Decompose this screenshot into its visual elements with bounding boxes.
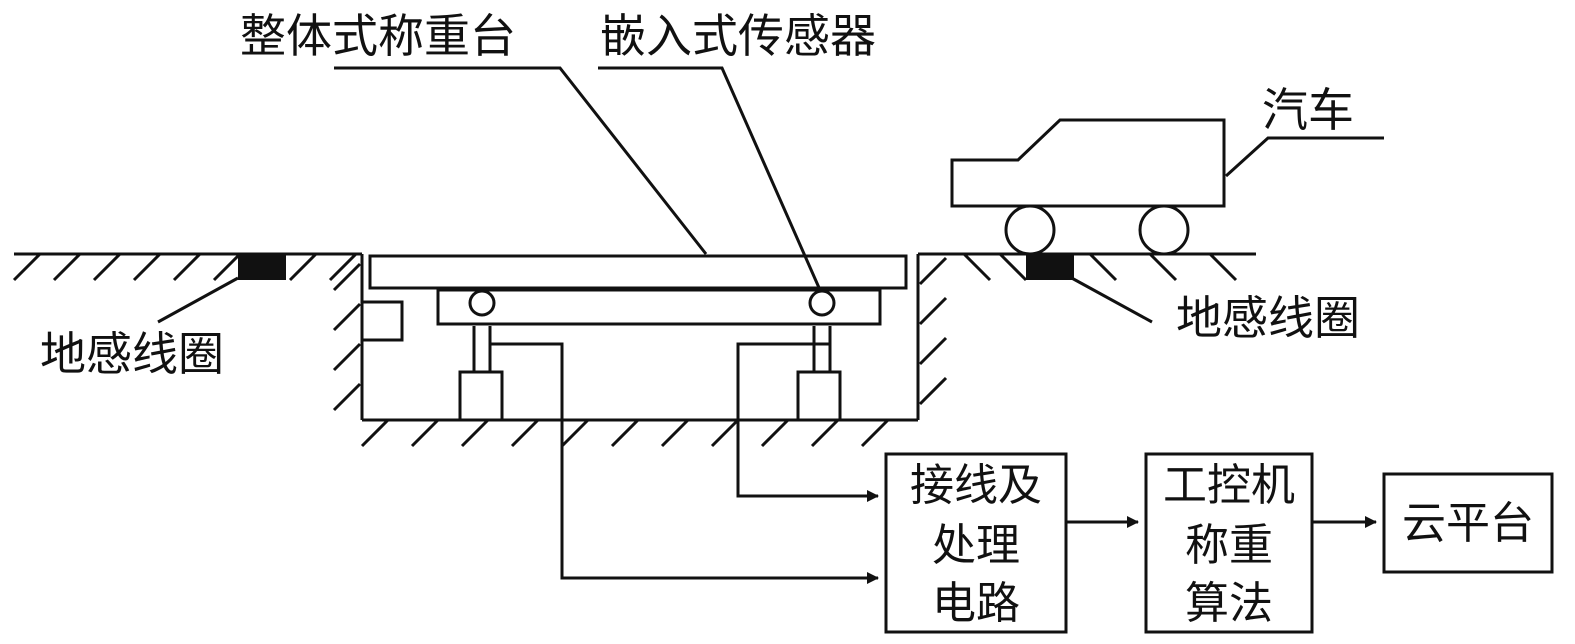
label-car: 汽车 <box>1262 83 1354 137</box>
coil-right-leader <box>1067 274 1153 324</box>
weighing-platform <box>368 254 908 290</box>
platform-beam <box>436 288 882 326</box>
platform-leader <box>334 66 708 255</box>
sensor-leader <box>598 66 822 291</box>
wiring-box-line2: 处理 <box>932 520 1020 571</box>
cloud-box <box>1382 472 1554 574</box>
cloud-box-label: 云平台 <box>1402 498 1534 549</box>
sensor-right-icon <box>808 289 836 317</box>
car-wheel-front-icon <box>1004 204 1056 256</box>
weighing-pit <box>332 254 948 448</box>
wire-sensor-right <box>736 342 879 502</box>
label-coil-right: 地感线圈 <box>1176 291 1360 345</box>
car-body <box>950 118 1226 208</box>
car-wheel-rear-icon <box>1138 204 1190 256</box>
wiring-box-line1: 接线及 <box>910 460 1042 511</box>
ground-left <box>12 252 362 282</box>
ground-right <box>918 252 1256 282</box>
ipc-box-line1: 工控机 <box>1163 460 1295 511</box>
ipc-box-line2: 称重 <box>1185 520 1273 571</box>
wire-sensor-left <box>490 342 879 584</box>
wiring-box <box>884 452 1068 634</box>
label-sensor: 嵌入式传感器 <box>600 9 876 63</box>
sensor-left-icon <box>468 289 496 317</box>
label-coil-left: 地感线圈 <box>40 327 224 381</box>
support-right <box>796 326 842 422</box>
support-left <box>458 326 504 422</box>
ipc-box-line3: 算法 <box>1185 578 1273 629</box>
car-leader <box>1224 136 1384 178</box>
label-platform: 整体式称重台 <box>240 9 516 63</box>
ipc-box <box>1144 452 1314 634</box>
coil-left-leader <box>157 276 239 324</box>
wiring-box-line3: 电路 <box>932 578 1020 629</box>
ground-coil-left <box>238 254 286 280</box>
ground-coil-right <box>1026 254 1074 280</box>
